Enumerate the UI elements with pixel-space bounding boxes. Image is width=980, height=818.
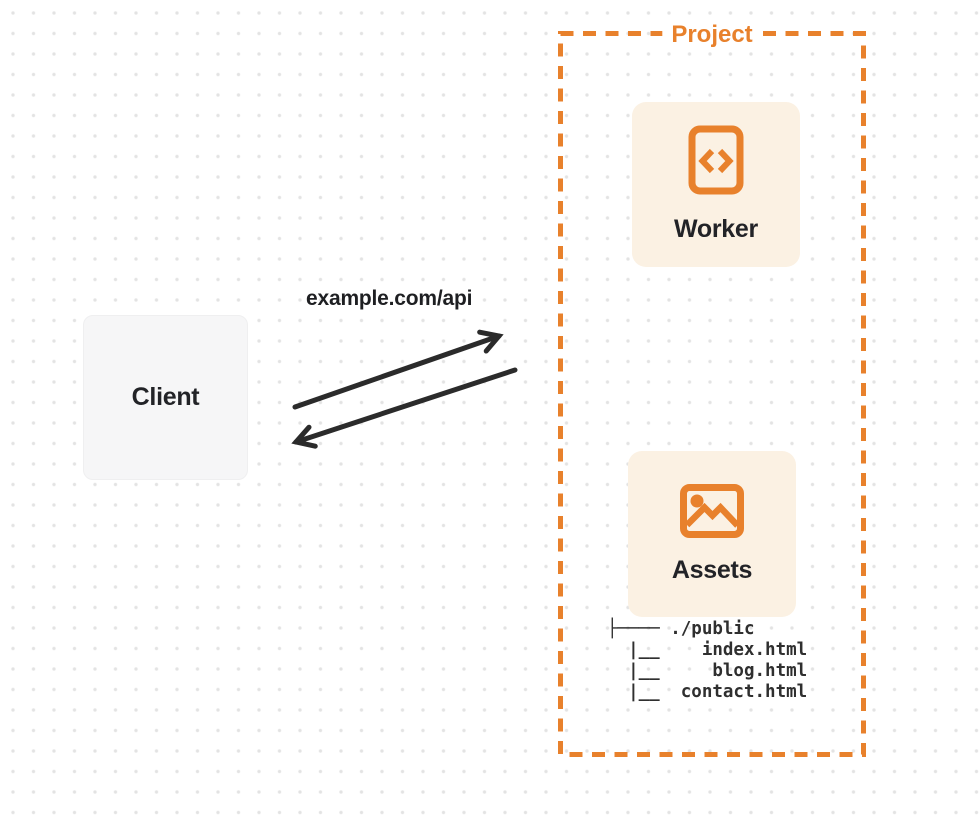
worker-label: Worker bbox=[674, 215, 758, 243]
file-tree-line: |__ contact.html bbox=[607, 682, 808, 702]
response-arrow bbox=[291, 367, 518, 449]
worker-node: Worker bbox=[632, 102, 800, 267]
client-node: Client bbox=[83, 315, 248, 480]
code-icon bbox=[688, 125, 744, 195]
assets-label: Assets bbox=[671, 555, 753, 584]
file-tree-line: |__ blog.html bbox=[607, 661, 808, 681]
project-label: Project bbox=[662, 21, 762, 49]
project-boundary bbox=[557, 30, 866, 757]
request-url-label: example.com/api bbox=[306, 287, 473, 310]
request-arrow bbox=[292, 329, 504, 410]
image-icon bbox=[680, 483, 744, 538]
assets-file-tree: ├──── ./public |__ index.html |__ blog.h… bbox=[607, 619, 807, 703]
file-tree-line: |__ index.html bbox=[607, 640, 808, 660]
assets-node: Assets bbox=[628, 451, 796, 617]
file-tree-line: ├──── ./public bbox=[607, 619, 755, 639]
project-dashed-border bbox=[557, 30, 866, 757]
client-label: Client bbox=[131, 383, 200, 411]
